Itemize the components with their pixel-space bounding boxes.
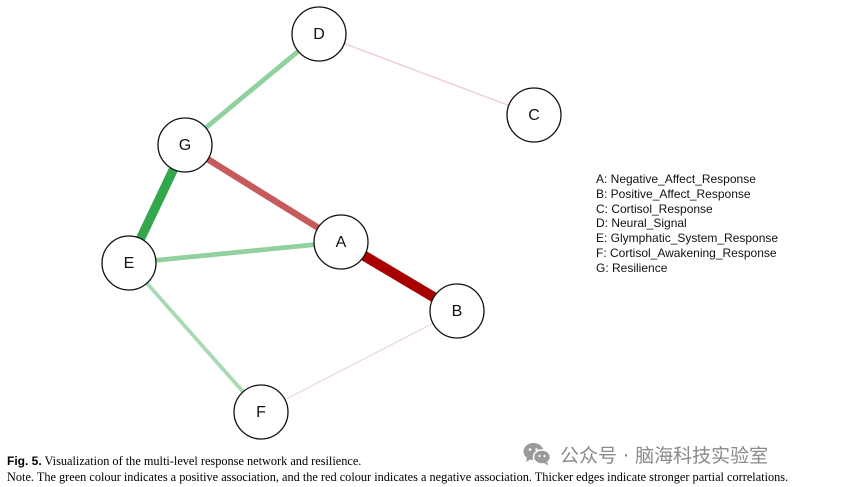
watermark: 公众号 · 脑海科技实验室 [522,440,768,468]
wechat-icon [523,443,552,466]
node-label-b: B [452,303,463,320]
node-label-a: A [336,234,347,251]
node-circle-g [157,117,213,173]
legend-item-f: F: Cortisol_Awakening_Response [596,245,777,260]
caption-title-line: Fig. 5. Visualization of the multi-level… [7,454,863,470]
node-legend: A: Negative_Affect_Response B: Positive_… [596,172,778,276]
legend-item-d: D: Neural_Signal [596,216,687,231]
node-e: E [101,235,157,291]
node-circle-c [506,87,562,143]
node-b: B [429,283,485,339]
figure-label: Fig. 5. [7,454,42,468]
edge-e-a [128,239,342,266]
edge-d-g [183,32,321,147]
node-label-c: C [528,107,540,124]
edge-g-a [183,142,343,245]
node-f: F [233,384,289,440]
legend-item-a: A: Negative_Affect_Response [596,172,756,186]
node-circle-b [429,283,485,339]
legend-item-c: C: Cortisol_Response [596,201,713,216]
figure-caption: Fig. 5. Visualization of the multi-level… [7,454,863,485]
node-circle-a [313,214,369,270]
node-c: C [506,87,562,143]
node-label-f: F [256,404,266,421]
node-label-e: E [124,255,135,272]
node-circle-f [233,384,289,440]
node-circle-e [101,235,157,291]
node-layer: D C G A E B F [101,6,562,440]
legend-item-g: G: Resilience [596,260,668,275]
legend-item-e: E: Glymphatic_System_Response [596,231,779,246]
node-circle-d [291,6,347,62]
edge-d-c [318,33,535,116]
node-d: D [291,6,347,62]
caption-note: Note. The green colour indicates a posit… [7,469,789,484]
legend-item-b: B: Positive_Affect_Response [596,186,751,201]
node-label-d: D [313,26,325,43]
watermark-text: 公众号 · 脑海科技实验室 [560,444,769,467]
node-g: G [157,117,213,173]
caption-title: Visualization of the multi-level respons… [44,454,362,468]
edge-e-f [127,261,263,414]
node-label-g: G [179,137,191,154]
edge-f-b [260,310,458,413]
node-a: A [313,214,369,270]
